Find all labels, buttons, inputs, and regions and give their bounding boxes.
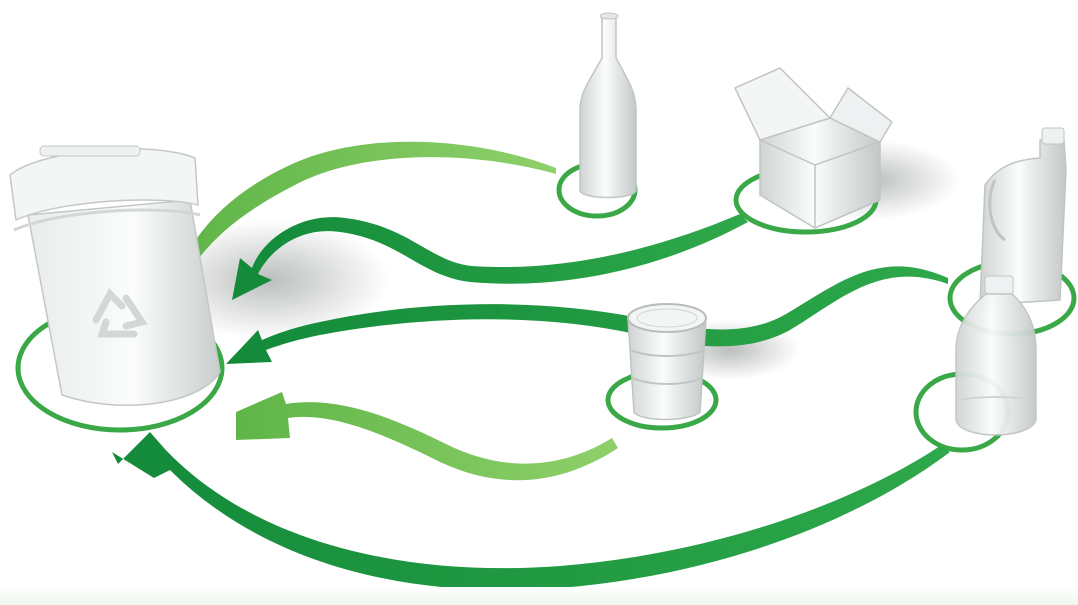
recycle-bin-icon [10,146,220,405]
tin-can-icon [628,304,706,420]
glass-bottle-icon [580,13,636,198]
bottom-band [0,587,1078,605]
arrow-can [236,392,618,480]
cardboard-box-icon [735,68,892,228]
arrow-plastic-bottle [112,432,950,590]
